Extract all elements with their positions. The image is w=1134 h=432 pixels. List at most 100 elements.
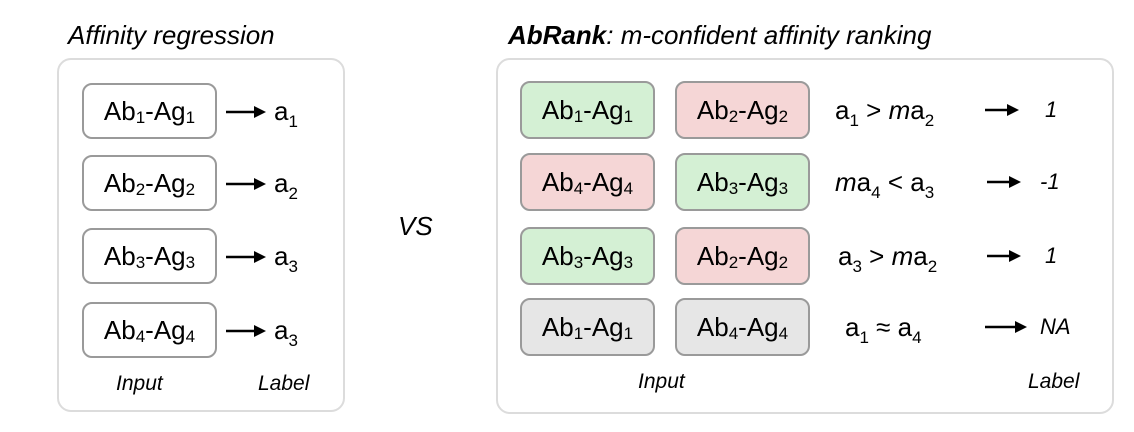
right-pair-box-b-2-ab-sub: 3 xyxy=(728,179,739,198)
left-arrow-4 xyxy=(226,325,266,337)
left-pair-box-3-ab: Ab xyxy=(103,240,136,271)
abrank-title-bold: AbRank xyxy=(508,20,607,50)
relation-2-lhs: a xyxy=(856,167,872,197)
relation-1: a1 > ma2 xyxy=(835,95,934,130)
left-pair-box-3-ag-sub: 3 xyxy=(185,253,196,272)
right-pair-box-b-4-ag-sub: 4 xyxy=(778,324,789,343)
vs-label: VS xyxy=(398,211,433,241)
right-pair-box-a-2-ab-sub: 4 xyxy=(573,179,584,198)
right-pair-box-b-1-ab: Ab xyxy=(696,94,729,125)
left-pair-box-2-dash: - xyxy=(145,167,154,198)
left-label-2: a2 xyxy=(274,168,298,203)
right-arrow-4 xyxy=(985,321,1027,333)
left-label-1-a: a xyxy=(274,96,289,126)
relation-3-lhs-sub: 3 xyxy=(852,257,862,276)
left-pair-box-4-ag-sub: 4 xyxy=(185,327,196,346)
right-pair-box-a-3-ab: Ab xyxy=(541,240,574,271)
relation-3-m: m xyxy=(891,241,914,271)
right-pair-box-a-4-dash: - xyxy=(583,311,592,342)
result-4: NA xyxy=(1040,314,1071,339)
relation-2-rhs-sub: 3 xyxy=(924,183,935,202)
relation-3-rhs: a xyxy=(913,241,928,271)
abrank-title-rest: : m-confident affinity ranking xyxy=(606,20,932,50)
relation-4-lhs-sub: 1 xyxy=(859,328,869,347)
right-pair-box-b-3-dash: - xyxy=(738,240,747,271)
right-pair-box-a-4-ab-sub: 1 xyxy=(573,324,584,343)
relation-4: a1 ≈ a4 xyxy=(845,312,922,347)
result-2: -1 xyxy=(1040,169,1060,194)
relation-3-op: > xyxy=(861,241,892,271)
right-arrow-1 xyxy=(985,104,1019,116)
right-pair-box-b-4-ab-sub: 4 xyxy=(728,324,739,343)
left-pair-box-1-dash: - xyxy=(145,95,154,126)
left-label-3-sub: 3 xyxy=(288,257,298,276)
right-pair-box-b-1-dash: - xyxy=(738,94,747,125)
relation-4-rhs: a xyxy=(897,312,913,342)
relation-2-m-pre: m xyxy=(835,167,857,197)
result-1: 1 xyxy=(1045,97,1058,122)
left-label-4: a3 xyxy=(274,315,298,350)
right-pair-box-a-1-ag: Ag xyxy=(591,94,624,125)
right-pair-box-b-1-ag-sub: 2 xyxy=(778,107,789,126)
right-pair-box-b-4-ag: Ag xyxy=(746,311,779,342)
left-pair-box-3-dash: - xyxy=(145,240,154,271)
right-pair-box-a-4-ag-sub: 1 xyxy=(623,324,634,343)
relation-1-lhs-sub: 1 xyxy=(849,111,859,130)
right-pair-box-b-4-ab: Ab xyxy=(696,311,729,342)
relation-2-op: < xyxy=(880,167,911,197)
right-pair-box-b-2-ab: Ab xyxy=(696,166,729,197)
relation-4-op: ≈ xyxy=(868,312,898,342)
right-pair-box-a-4-ag: Ag xyxy=(591,311,624,342)
relation-1-m: m xyxy=(888,95,911,125)
right-pair-box-a-2-ag-sub: 4 xyxy=(623,179,634,198)
relation-2-rhs: a xyxy=(910,167,925,197)
result-3: 1 xyxy=(1045,243,1058,268)
right-pair-box-a-3-ag-sub: 3 xyxy=(623,253,634,272)
relation-3-lhs: a xyxy=(838,241,853,271)
left-input-caption: Input xyxy=(116,372,163,395)
relation-1-lhs: a xyxy=(835,95,850,125)
left-title: Affinity regression xyxy=(68,20,275,50)
left-pair-box-2-ag: Ag xyxy=(153,167,186,198)
left-pair-box-2-ag-sub: 2 xyxy=(185,180,196,199)
relation-1-op: > xyxy=(858,95,889,125)
left-pair-box-2-ab-sub: 2 xyxy=(135,180,146,199)
relation-2-lhs-sub: 4 xyxy=(871,183,881,202)
left-pair-box-3-ab-sub: 3 xyxy=(135,253,146,272)
right-pair-box-b-1-ag: Ag xyxy=(746,94,779,125)
left-label-2-sub: 2 xyxy=(288,184,298,203)
right-pair-box-a-1-ab-sub: 1 xyxy=(573,107,584,126)
relation-1-rhs: a xyxy=(910,95,925,125)
right-pair-box-a-3-dash: - xyxy=(583,240,592,271)
left-label-4-a: a xyxy=(274,315,289,345)
relation-3-rhs-sub: 2 xyxy=(927,257,938,276)
left-pair-box-1-ag: Ag xyxy=(153,95,186,126)
left-pair-box-4-ab: Ab xyxy=(103,314,136,345)
left-label-3-a: a xyxy=(274,241,289,271)
right-pair-box-b-3-ag: Ag xyxy=(746,240,779,271)
left-arrow-2 xyxy=(226,178,266,190)
left-arrow-1 xyxy=(226,106,266,118)
right-pair-box-b-2-dash: - xyxy=(738,166,747,197)
right-pair-box-a-3-ab-sub: 3 xyxy=(573,253,584,272)
right-pair-box-a-1-ag-sub: 1 xyxy=(623,107,634,126)
left-pair-box-2-ab: Ab xyxy=(103,167,136,198)
left-label-2-a: a xyxy=(274,168,289,198)
right-pair-box-a-1-dash: - xyxy=(583,94,592,125)
right-pair-box-b-3-ag-sub: 2 xyxy=(778,253,789,272)
right-label-caption: Label xyxy=(1028,370,1080,393)
left-pair-box-4-dash: - xyxy=(145,314,154,345)
right-title: AbRank: m-confident affinity ranking xyxy=(508,20,931,50)
left-label-caption: Label xyxy=(258,372,310,395)
right-pair-box-b-3-ab: Ab xyxy=(696,240,729,271)
relation-4-rhs-sub: 4 xyxy=(912,328,922,347)
right-input-caption: Input xyxy=(638,370,685,393)
